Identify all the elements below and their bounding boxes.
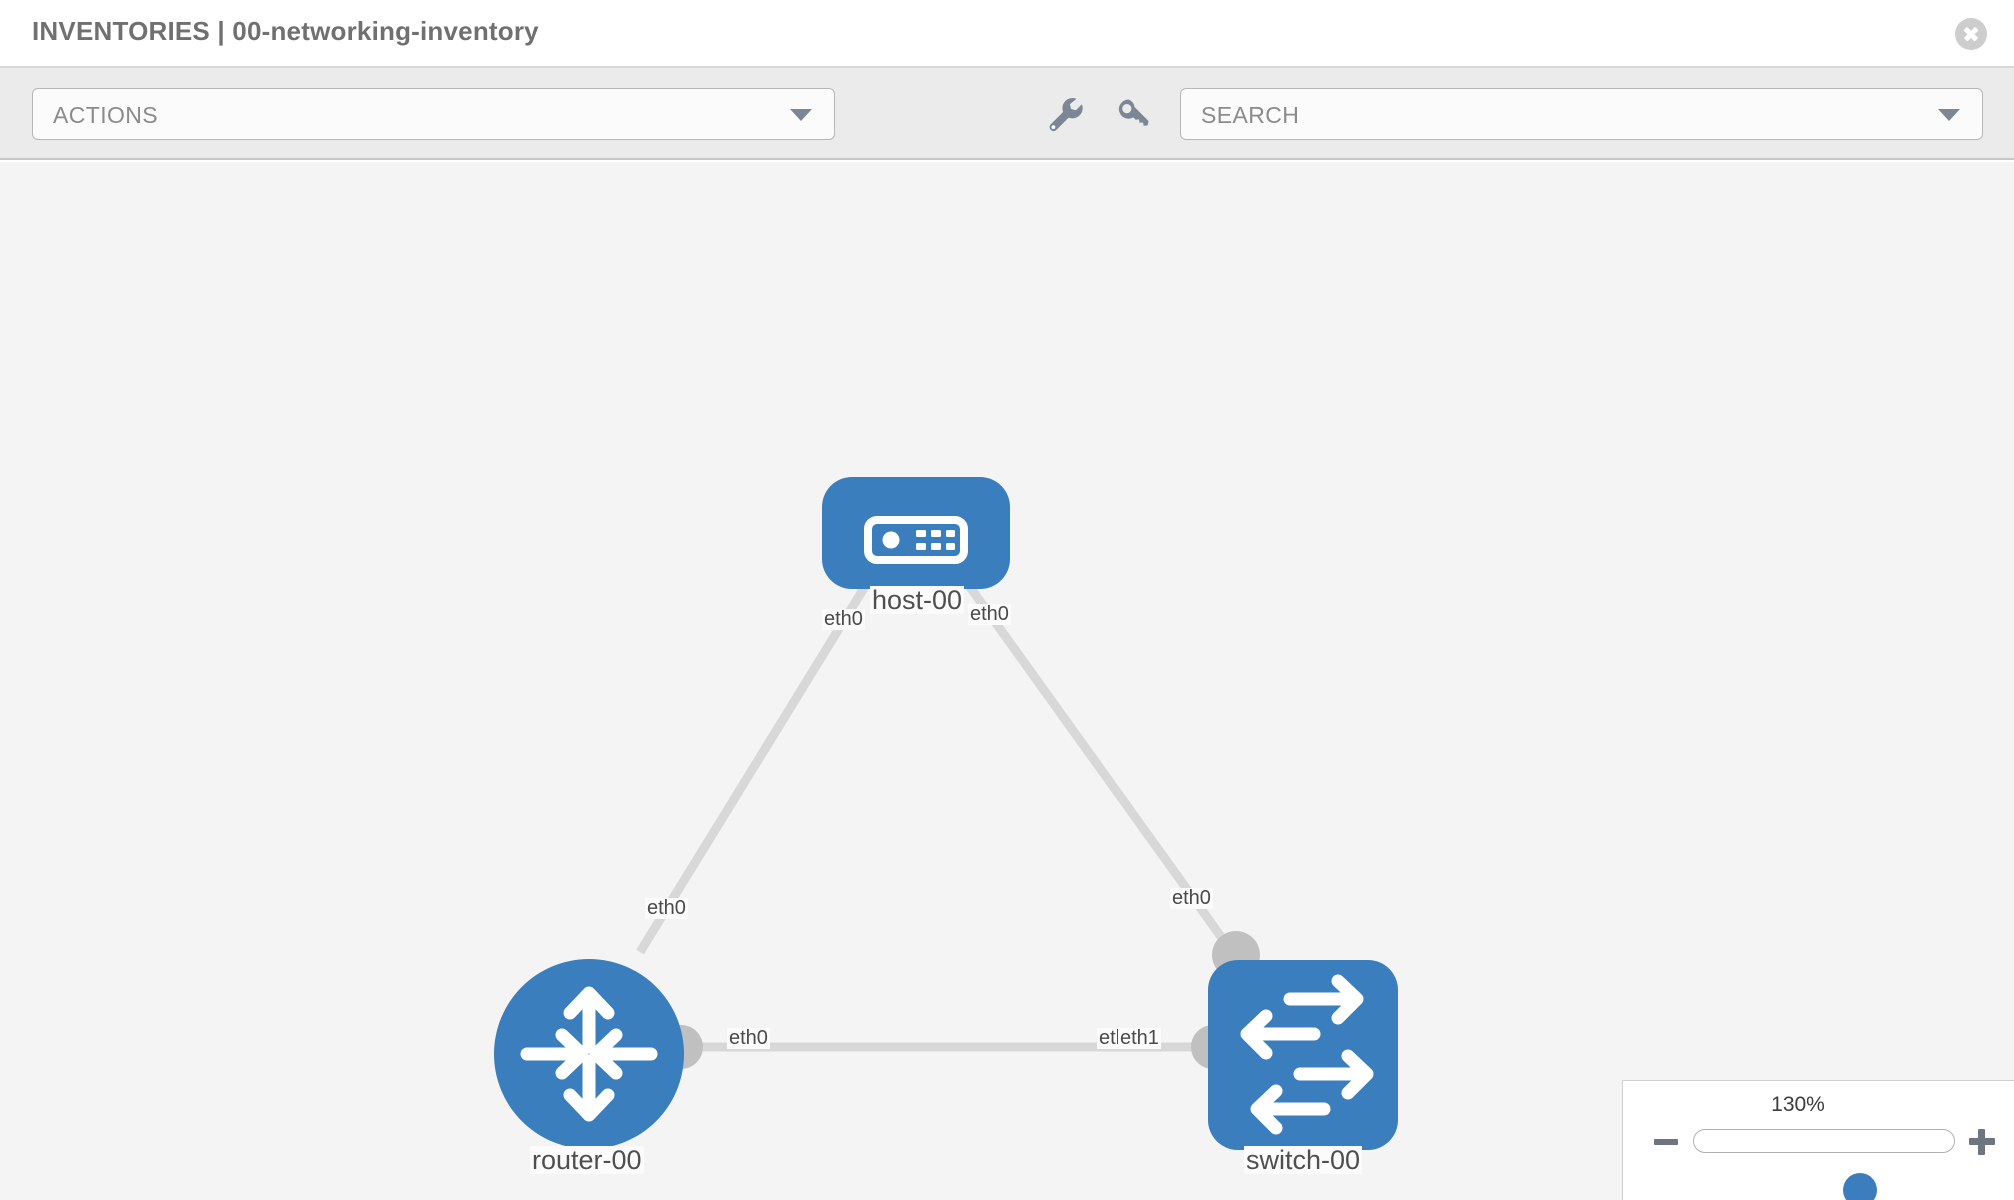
iface-label-router00-north: eth0 <box>645 897 688 919</box>
node-host-00 <box>822 477 1010 589</box>
close-icon[interactable] <box>1955 18 1987 50</box>
page-header: INVENTORIES | 00-networking-inventory <box>0 0 2014 68</box>
edge-host00-switch00 <box>948 559 1236 955</box>
server-icon <box>864 516 968 564</box>
iface-label-switch00-west-eth1: eth1 <box>1118 1027 1161 1049</box>
search-input[interactable]: SEARCH <box>1180 88 1983 140</box>
topology-endpoints <box>659 552 1260 1069</box>
iface-label-host00-right: eth0 <box>968 603 1011 625</box>
router-arrows-icon <box>520 986 658 1122</box>
plus-icon[interactable] <box>1967 1127 1997 1157</box>
actions-dropdown-label: ACTIONS <box>53 102 159 128</box>
zoom-control: 130% <box>1622 1080 2014 1200</box>
wrench-icon[interactable] <box>1040 90 1088 138</box>
node-switch-00 <box>1208 960 1398 1150</box>
topology-edges <box>636 559 1240 1052</box>
iface-label-router00-east: eth0 <box>727 1027 770 1049</box>
actions-dropdown[interactable]: ACTIONS <box>32 88 835 140</box>
node-label-host-00: host-00 <box>870 585 965 615</box>
topology-canvas[interactable]: host-00 router-00 switch-00 eth0 eth0 et… <box>0 162 2014 1200</box>
topology-toolbar: ACTIONS SEARCH <box>0 68 2014 160</box>
node-router-00 <box>494 959 684 1149</box>
zoom-slider-track[interactable] <box>1693 1129 1955 1200</box>
node-label-router-00: router-00 <box>530 1145 644 1175</box>
node-switch-00-shape <box>1208 960 1398 1150</box>
minus-icon[interactable] <box>1651 1127 1681 1157</box>
iface-label-host00-left: eth0 <box>822 608 865 630</box>
node-router-00-shape <box>494 959 684 1149</box>
page-title: INVENTORIES | 00-networking-inventory <box>32 16 539 46</box>
search-placeholder: SEARCH <box>1201 102 1300 128</box>
chevron-down-icon <box>790 109 812 121</box>
iface-label-switch00-north: eth0 <box>1170 887 1213 909</box>
chevron-down-icon[interactable] <box>1938 109 1960 121</box>
node-label-switch-00: switch-00 <box>1244 1145 1363 1175</box>
key-icon[interactable] <box>1108 90 1156 138</box>
zoom-slider-thumb[interactable] <box>1843 1173 1877 1200</box>
topology-graph <box>494 477 1398 1150</box>
zoom-level-label: 130% <box>1771 1093 1825 1116</box>
switch-arrows-icon <box>1240 974 1374 1135</box>
